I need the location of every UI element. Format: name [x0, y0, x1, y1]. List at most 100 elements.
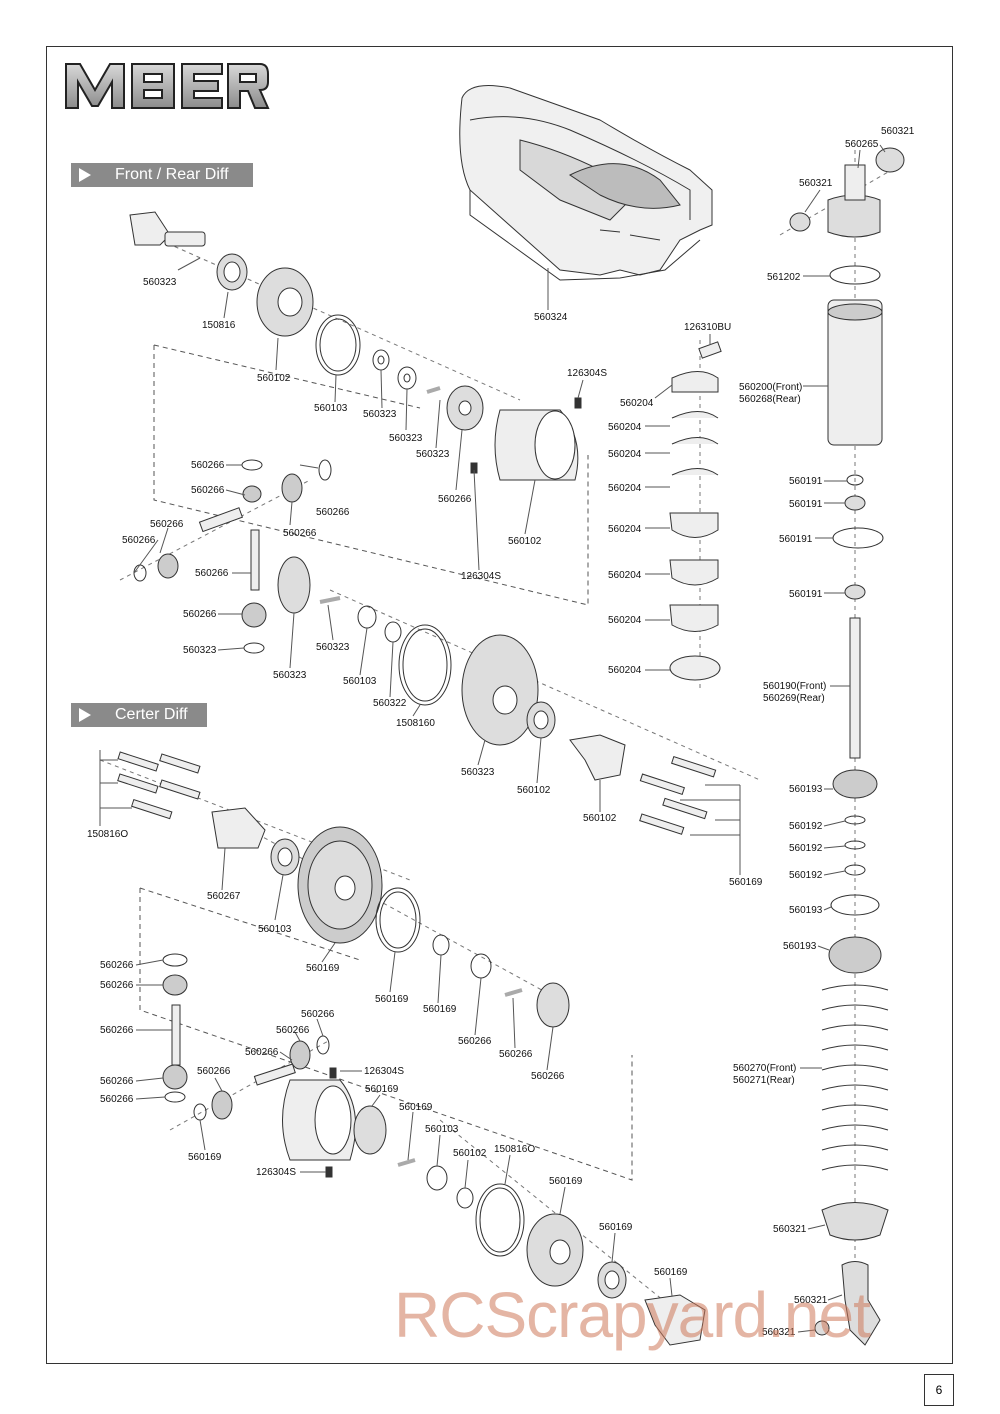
part-label: 560169: [306, 963, 340, 974]
part-label: 560169: [654, 1267, 688, 1278]
part-label: 126304S: [256, 1167, 297, 1178]
part-label: 560200(Front): [739, 382, 803, 393]
part-label: 560169: [599, 1222, 633, 1233]
part-label: 560103: [258, 924, 292, 935]
part-label: 560169: [423, 1004, 457, 1015]
part-label: 560323: [461, 767, 495, 778]
part-label: 560103: [425, 1124, 459, 1135]
page-number: 6: [924, 1374, 954, 1406]
part-label: 560266: [191, 460, 225, 471]
part-label: 560266: [316, 507, 350, 518]
watermark-text: RCScrapyard.net: [394, 1279, 871, 1351]
part-label: 560204: [608, 615, 642, 626]
part-label: 560191: [779, 534, 813, 545]
part-label: 560204: [608, 422, 642, 433]
part-label: 560266: [276, 1025, 310, 1036]
page-frame: [46, 46, 953, 1364]
part-label: 560266: [438, 494, 472, 505]
part-label: 560204: [608, 449, 642, 460]
play-arrow-icon: [79, 168, 91, 182]
part-label: 560266: [122, 535, 156, 546]
part-label: 560269(Rear): [763, 693, 825, 704]
part-label: 560266: [197, 1066, 231, 1077]
part-label: 560270(Front): [733, 1063, 797, 1074]
section-title: Certer Diff: [115, 706, 188, 723]
part-label: 560169: [399, 1102, 433, 1113]
part-label: 560266: [150, 519, 184, 530]
part-label: 560193: [783, 941, 817, 952]
part-label: 560103: [343, 676, 377, 687]
part-label: 560169: [729, 877, 763, 888]
part-label: 560323: [183, 645, 217, 656]
part-label: 560103: [314, 403, 348, 414]
part-label: 560169: [375, 994, 409, 1005]
part-label: 126310BU: [684, 322, 732, 333]
part-label: 560266: [183, 609, 217, 620]
part-label: 560192: [789, 843, 823, 854]
part-label: 560193: [789, 905, 823, 916]
part-label: 150816O: [87, 829, 129, 840]
part-label: 560191: [789, 476, 823, 487]
part-label: 560266: [283, 528, 317, 539]
part-label: 560266: [100, 1094, 134, 1105]
part-label: 560266: [499, 1049, 533, 1060]
play-arrow-icon: [79, 708, 91, 722]
part-label: 560321: [773, 1224, 807, 1235]
part-label: 560321: [762, 1327, 796, 1338]
section-title: Front / Rear Diff: [115, 166, 229, 183]
body-shell-drawing: [459, 85, 713, 281]
part-label: 560204: [608, 665, 642, 676]
part-label: 560192: [789, 870, 823, 881]
part-label: 561202: [767, 272, 801, 283]
part-label: 560323: [389, 433, 423, 444]
part-label: 560321: [799, 178, 833, 189]
part-label: 560266: [191, 485, 225, 496]
part-label: 560102: [583, 813, 617, 824]
part-label: 560268(Rear): [739, 394, 801, 405]
part-label: 560271(Rear): [733, 1075, 795, 1086]
part-label: 560323: [273, 670, 307, 681]
part-label: 560321: [794, 1295, 828, 1306]
part-label: 560266: [100, 1025, 134, 1036]
part-label: 560169: [188, 1152, 222, 1163]
part-label: 1508160: [396, 718, 435, 729]
part-label: 126304S: [567, 368, 608, 379]
part-label: 560204: [608, 524, 642, 535]
part-label: 560323: [316, 642, 350, 653]
part-label: 560191: [789, 499, 823, 510]
part-label: 560204: [608, 483, 642, 494]
part-label: 560102: [508, 536, 542, 547]
part-label: 560323: [143, 277, 177, 288]
part-label: 560102: [257, 373, 291, 384]
part-label: 560266: [195, 568, 229, 579]
part-label: 560267: [207, 891, 241, 902]
section-header-center-diff: Certer Diff: [71, 703, 207, 727]
part-label: 560266: [100, 960, 134, 971]
part-label: 560323: [363, 409, 397, 420]
part-label: 560190(Front): [763, 681, 827, 692]
part-label: 560102: [517, 785, 551, 796]
part-label: 560169: [365, 1084, 399, 1095]
part-label: 560322: [373, 698, 407, 709]
part-label: 560266: [301, 1009, 335, 1020]
part-label: 126304S: [364, 1066, 405, 1077]
part-label: 560193: [789, 784, 823, 795]
part-label: 560323: [416, 449, 450, 460]
section-header-front-rear-diff: Front / Rear Diff: [71, 163, 253, 187]
part-label: 560266: [531, 1071, 565, 1082]
part-label: 150816O: [494, 1144, 536, 1155]
part-label: 150816: [202, 320, 236, 331]
part-label: 560265: [845, 139, 879, 150]
brand-logo: [62, 60, 272, 117]
part-label: 560266: [458, 1036, 492, 1047]
part-label: 560266: [245, 1047, 279, 1058]
part-label: 560204: [620, 398, 654, 409]
part-label: 560169: [549, 1176, 583, 1187]
part-label: 560324: [534, 312, 568, 323]
part-label: 560266: [100, 1076, 134, 1087]
part-label: 560266: [100, 980, 134, 991]
part-label: 560321: [881, 126, 915, 137]
part-label: 560102: [453, 1148, 487, 1159]
part-label: 560204: [608, 570, 642, 581]
